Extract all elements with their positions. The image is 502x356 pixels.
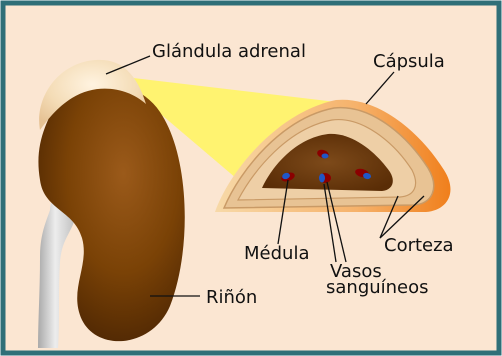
cortex-label: Corteza — [384, 236, 454, 256]
capsule-label: Cápsula — [373, 52, 445, 72]
kidney-label: Riñón — [206, 288, 257, 308]
medulla-label: Médula — [244, 244, 309, 264]
blood-vessels-label-line2: sanguíneos — [326, 278, 429, 298]
adrenal-gland-label: Glándula adrenal — [152, 42, 306, 62]
